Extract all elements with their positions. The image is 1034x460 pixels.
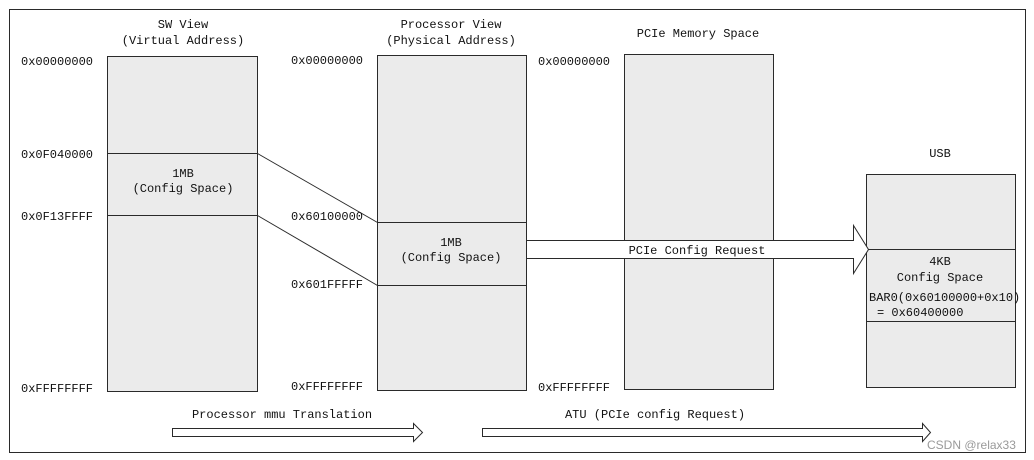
- watermark-text: CSDN @relax33: [927, 438, 1016, 452]
- processor-addr-end: 0xFFFFFFFF: [291, 380, 363, 394]
- pcie-memory-box: [624, 54, 774, 390]
- pcie-addr-end: 0xFFFFFFFF: [538, 381, 610, 395]
- usb-region-label: Config Space: [897, 271, 983, 285]
- sw-region-label: (Config Space): [133, 182, 234, 196]
- sw-addr-start: 0x00000000: [21, 55, 93, 69]
- pcie-memory-title: PCIe Memory Space: [637, 27, 759, 41]
- pcie-addr-start: 0x00000000: [538, 55, 610, 69]
- sw-view-subtitle: (Virtual Address): [122, 34, 244, 48]
- mmu-translation-arrow: [172, 422, 424, 443]
- usb-bar0-value: = 0x60400000: [877, 306, 963, 320]
- sw-region-size: 1MB: [172, 167, 194, 181]
- processor-view-subtitle: (Physical Address): [386, 34, 516, 48]
- sw-addr-end: 0xFFFFFFFF: [21, 382, 93, 396]
- usb-title: USB: [929, 147, 951, 161]
- processor-addr-region-start: 0x60100000: [291, 210, 363, 224]
- processor-region-label: (Config Space): [401, 251, 502, 265]
- mapping-line-bottom: [257, 215, 378, 286]
- mapping-line-top: [257, 153, 378, 223]
- processor-view-title: Processor View: [401, 18, 503, 32]
- sw-addr-region-start: 0x0F040000: [21, 148, 93, 162]
- processor-region-size: 1MB: [440, 236, 462, 250]
- diagram-frame: [9, 9, 1026, 453]
- sw-view-box: [107, 56, 258, 392]
- sw-addr-region-end: 0x0F13FFFF: [21, 210, 93, 224]
- processor-addr-start: 0x00000000: [291, 54, 363, 68]
- mmu-translation-label: Processor mmu Translation: [192, 408, 372, 422]
- atu-label: ATU (PCIe config Request): [565, 408, 745, 422]
- usb-region-size: 4KB: [929, 255, 951, 269]
- processor-addr-region-end: 0x601FFFFF: [291, 278, 363, 292]
- atu-arrow: [482, 422, 932, 443]
- pcie-config-request-label: PCIe Config Request: [629, 244, 766, 258]
- pcie-config-request-arrow: [526, 223, 870, 276]
- sw-view-title: SW View: [158, 18, 209, 32]
- usb-bar0-expression: BAR0(0x60100000+0x10): [869, 291, 1020, 305]
- usb-box: [866, 174, 1016, 388]
